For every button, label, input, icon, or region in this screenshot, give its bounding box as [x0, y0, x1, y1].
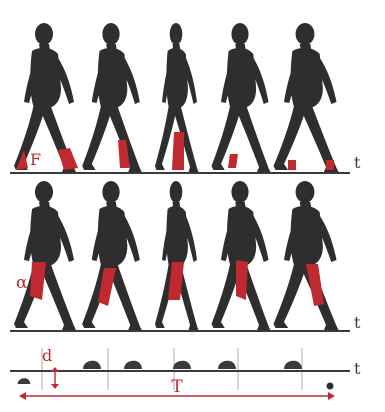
- foot-marker-4: [218, 361, 236, 369]
- figure-2-1: [14, 181, 76, 330]
- figure-1-4: [212, 23, 271, 172]
- foot-marker-3: [173, 361, 191, 369]
- foot-marker-start: [18, 378, 31, 384]
- row1-time-label: t: [354, 153, 361, 172]
- displacement-label: d: [42, 346, 52, 365]
- foot-marker-2: [124, 361, 142, 369]
- figure-1-2: [82, 23, 142, 172]
- figure-2-3: [155, 181, 198, 330]
- force-label-F: F: [30, 150, 41, 169]
- figure-2-2: [82, 181, 142, 330]
- row3-time-label: t: [354, 359, 361, 378]
- foot-marker-1: [83, 361, 101, 369]
- period-label: T: [171, 377, 183, 397]
- foot-marker-5: [284, 361, 302, 369]
- row2-time-label: t: [354, 313, 361, 332]
- angle-label: α: [16, 273, 28, 293]
- figure-2-4: [212, 181, 271, 330]
- figure-1-5: [274, 23, 339, 172]
- figure-2-5: [274, 181, 339, 330]
- row2-figures: [14, 181, 339, 330]
- row3-foot-markers: [18, 361, 302, 384]
- row2-leg-highlights: [30, 260, 324, 306]
